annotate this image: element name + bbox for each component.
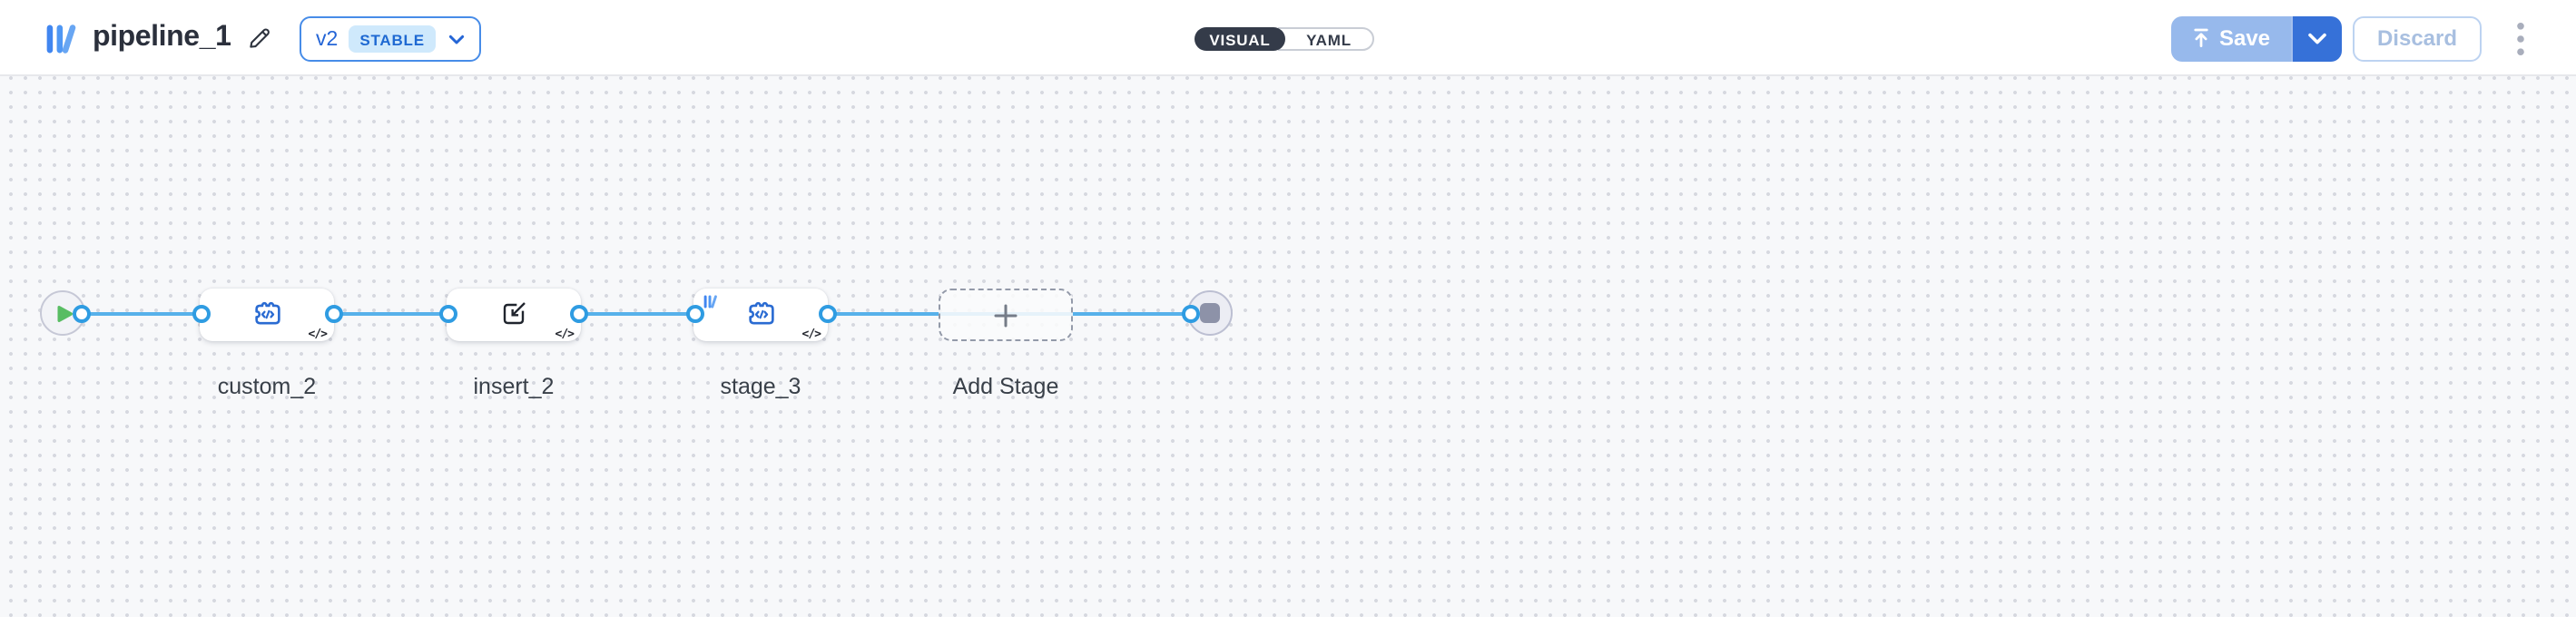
connection-port[interactable] — [438, 305, 457, 323]
code-badge: </> — [555, 326, 575, 340]
version-label: v2 — [316, 28, 339, 50]
connection-port[interactable] — [192, 305, 211, 323]
pipeline-start-node[interactable] — [40, 290, 85, 336]
connection-port[interactable] — [325, 305, 343, 323]
page-title: pipeline_1 — [93, 22, 231, 53]
code-badge: </> — [801, 326, 822, 340]
pencil-icon — [250, 28, 270, 48]
library-logo-icon — [703, 294, 717, 308]
pipeline-canvas[interactable]: </> </> </> — [0, 76, 2576, 617]
library-logo-icon — [46, 24, 76, 53]
tab-visual[interactable]: VISUAL — [1195, 27, 1285, 51]
more-options-button[interactable] — [2507, 16, 2532, 60]
node-label: custom_2 — [217, 374, 317, 399]
version-selector[interactable]: v2 STABLE — [300, 16, 481, 62]
upload-icon — [2195, 28, 2209, 47]
add-stage-button[interactable] — [939, 289, 1073, 341]
connection-port[interactable] — [1181, 305, 1199, 323]
puzzle-code-icon — [254, 301, 280, 325]
node-label: stage_3 — [720, 374, 801, 399]
play-icon — [57, 305, 73, 321]
stop-icon — [1200, 303, 1220, 323]
pipeline-edge — [62, 312, 1209, 316]
pipeline-end-node[interactable] — [1187, 290, 1233, 336]
plus-icon — [994, 303, 1018, 327]
view-mode-toggle: VISUAL YAML — [1195, 27, 1374, 51]
save-button[interactable]: Save — [2171, 15, 2291, 61]
chevron-down-icon — [448, 34, 465, 44]
stage-node-insert-2[interactable]: </> — [447, 289, 581, 341]
stage-node-custom-2[interactable]: </> — [200, 289, 334, 341]
edit-title-button[interactable] — [244, 22, 277, 54]
node-label: Add Stage — [952, 374, 1059, 399]
version-status-badge: STABLE — [349, 25, 436, 53]
tab-yaml[interactable]: YAML — [1278, 27, 1374, 51]
connection-port[interactable] — [569, 305, 587, 323]
save-label: Save — [2218, 25, 2271, 51]
header-actions: Save Discard — [2171, 0, 2532, 76]
stage-node-stage-3[interactable]: </> — [693, 289, 828, 341]
save-split-button: Save — [2171, 15, 2342, 61]
connection-port[interactable] — [73, 305, 91, 323]
kebab-menu-icon — [2516, 22, 2523, 54]
import-icon — [503, 302, 526, 325]
puzzle-code-icon — [748, 301, 773, 325]
top-bar: pipeline_1 v2 STABLE VISUAL YAML — [0, 0, 2576, 76]
discard-button[interactable]: Discard — [2353, 15, 2482, 61]
brand: pipeline_1 — [44, 0, 277, 76]
save-dropdown-button[interactable] — [2291, 15, 2342, 61]
node-label: insert_2 — [473, 374, 555, 399]
connection-port[interactable] — [818, 305, 836, 323]
chevron-down-icon — [2308, 32, 2326, 44]
connection-port[interactable] — [685, 305, 703, 323]
code-badge: </> — [308, 326, 329, 340]
